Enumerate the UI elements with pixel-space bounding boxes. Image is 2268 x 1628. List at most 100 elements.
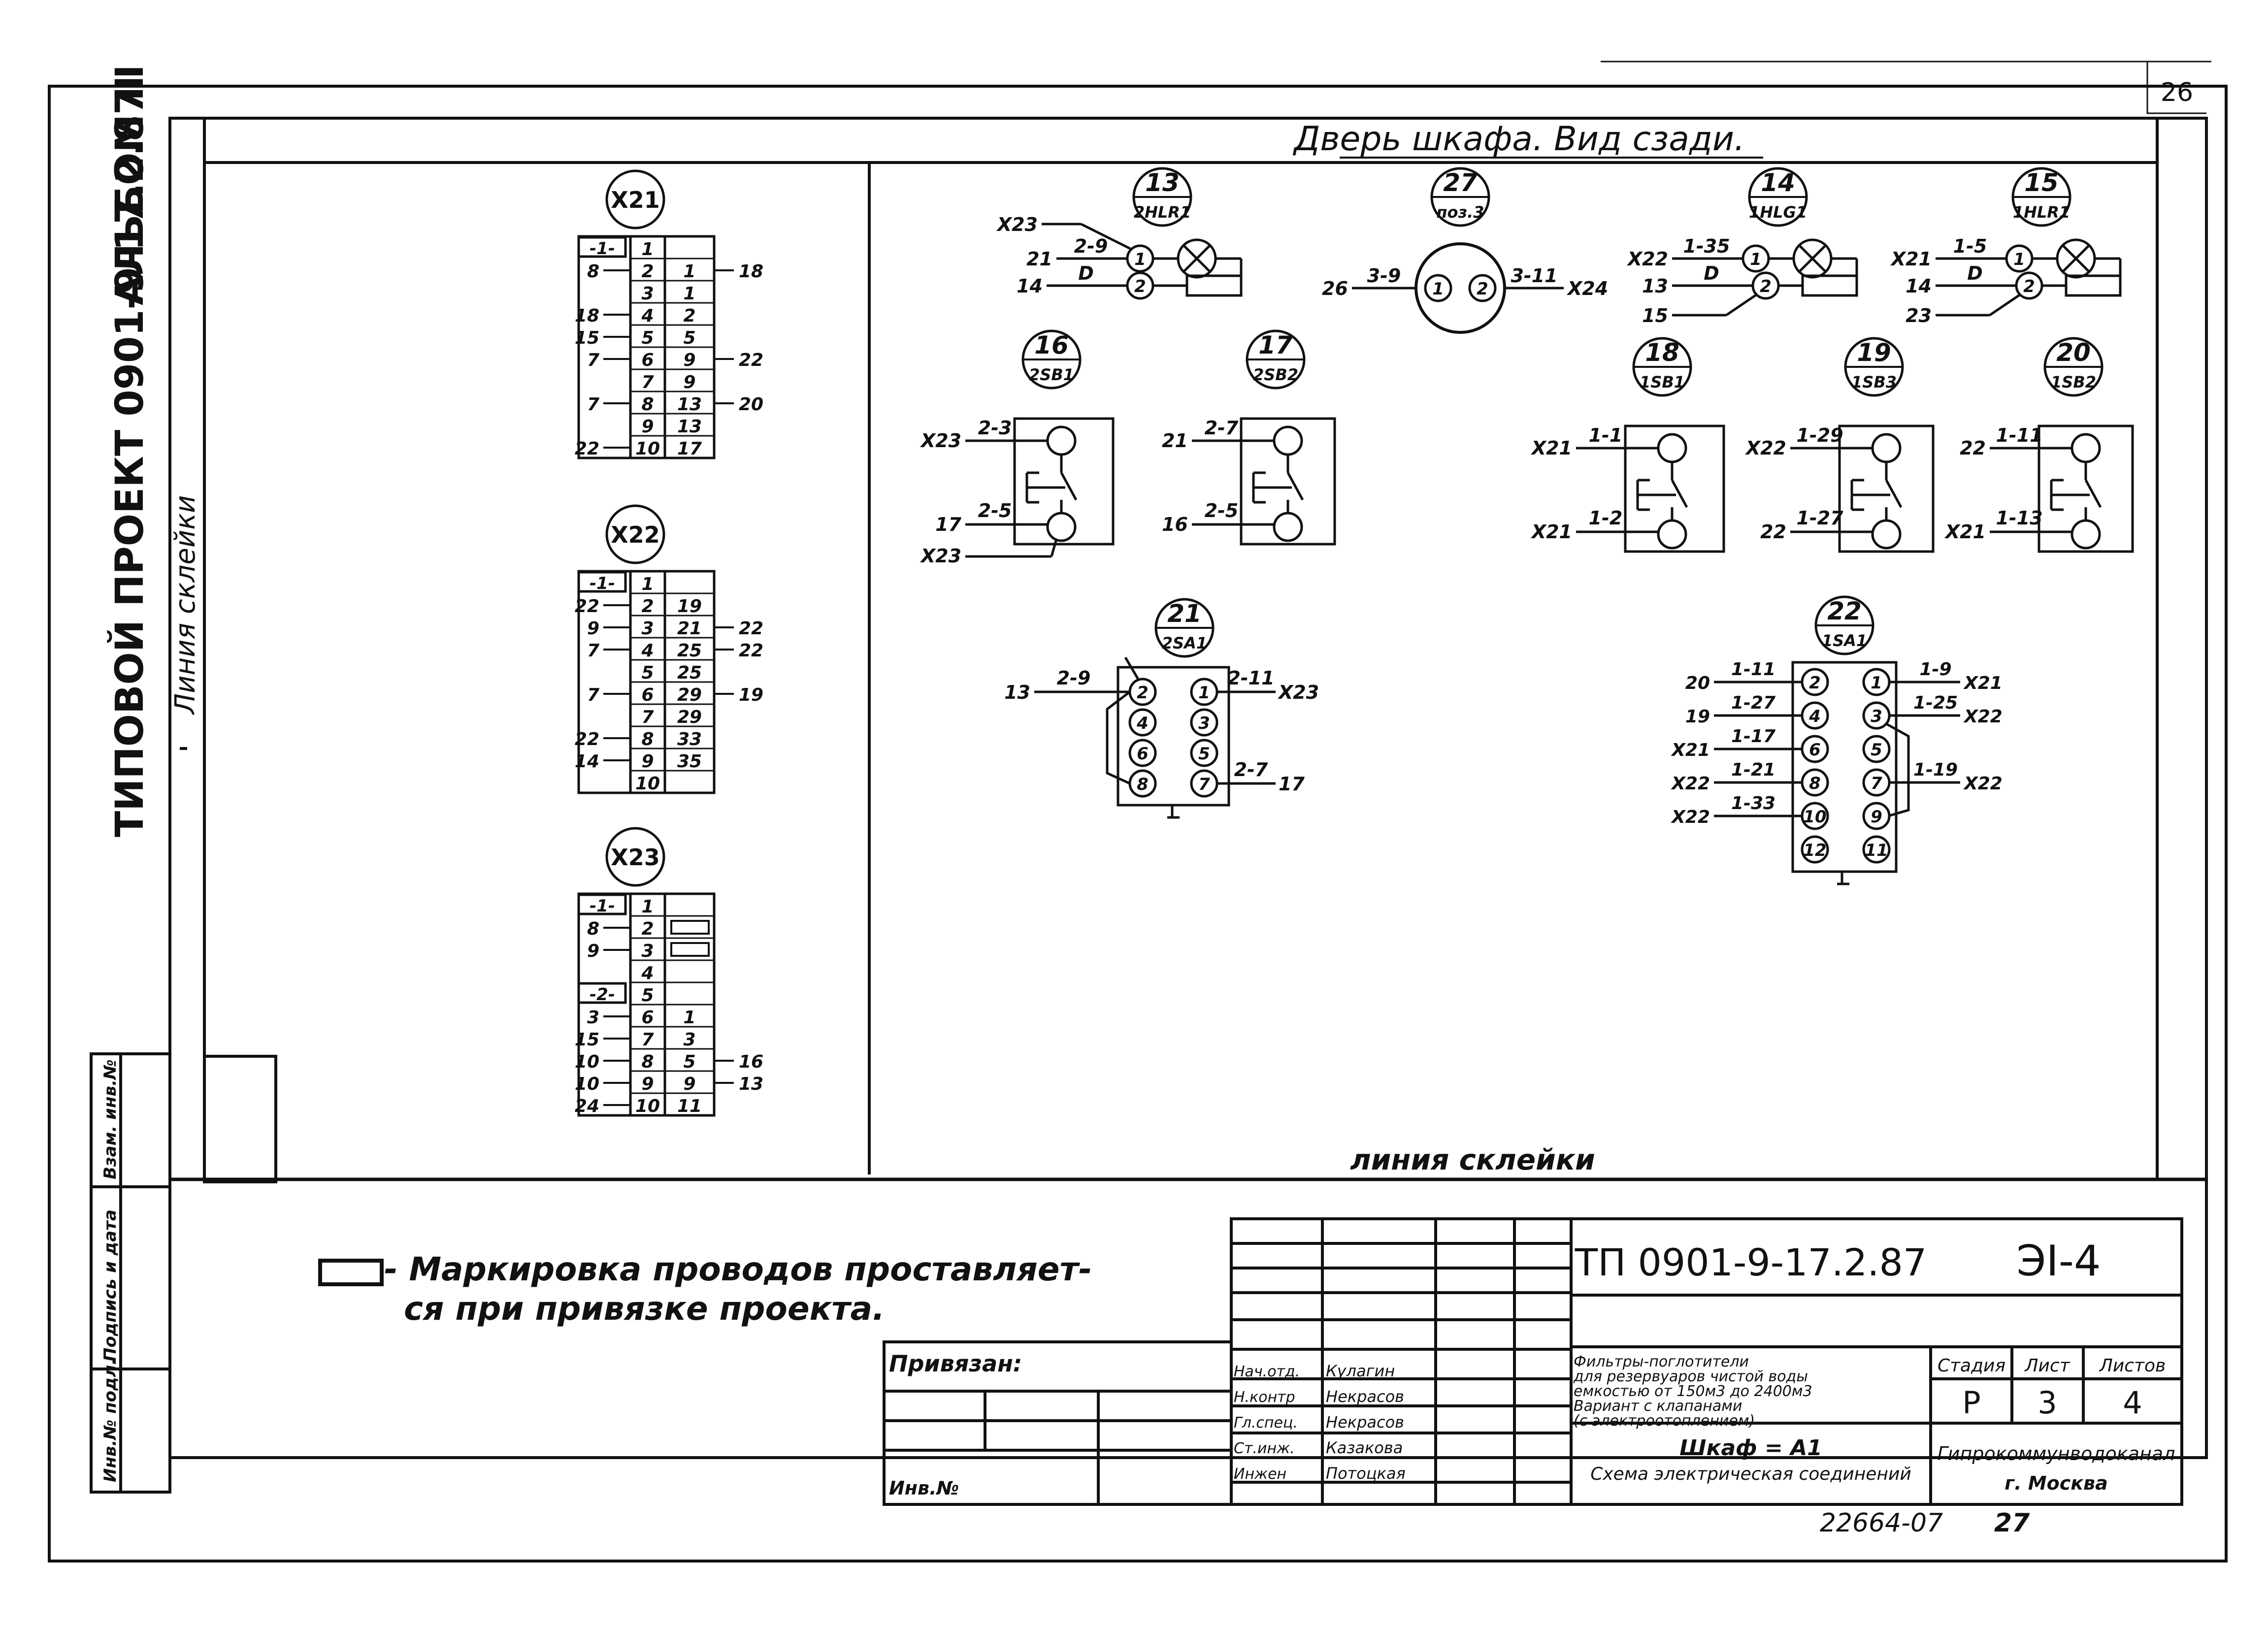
terminal-wire: 17 [677, 439, 702, 459]
switch-wire-label: 2-9 [1057, 667, 1091, 689]
lamp-ext-wire-top [1080, 223, 1131, 250]
switch-contact-circle [1862, 735, 1891, 763]
terminal-number: 10 [635, 1096, 660, 1116]
description-line: Фильтры-поглотители [1574, 1353, 1749, 1370]
button-wire-label-1: 2-3 [978, 417, 1012, 439]
terminal-number: 6 [641, 685, 654, 705]
lamp-pin-2-num: 2 [1760, 277, 1772, 296]
door-devices: 132HLR1122-921D14X23141HLG1121-35X22D131… [920, 167, 2134, 885]
socket-wire-label-2: 3-11 [1511, 265, 1557, 287]
stage-header: Стадия [1938, 1356, 2005, 1376]
role-title: Ст.инж. [1234, 1440, 1295, 1457]
switch-contact-circle [1190, 739, 1218, 767]
terminal-number: 9 [641, 1074, 654, 1094]
terminal-group-label: -2- [590, 985, 615, 1005]
title-line-1: Шкаф = А1 [1679, 1435, 1822, 1461]
terminal-wire: 5 [683, 1052, 695, 1072]
button-tag-pos: 19 [1857, 338, 1891, 367]
switch-wire-label: 1-33 [1731, 793, 1775, 814]
button-contact-top [2071, 433, 2101, 463]
lamp-pin-2-num: 2 [1134, 277, 1146, 296]
terminal-number: 5 [641, 328, 654, 348]
lamp-wire-label-1: 2-9 [1074, 235, 1108, 257]
switch-node: X23 [1278, 682, 1319, 703]
terminal-number: 4 [641, 963, 654, 983]
socket-wire-label-1: 3-9 [1367, 265, 1401, 287]
lamp-tag-pos: 14 [1761, 168, 1795, 197]
terminal-left-node: 3 [587, 1008, 599, 1028]
lamp-cross [1798, 244, 1827, 273]
terminal-number: 9 [641, 417, 654, 437]
org-city: г. Москва [2005, 1472, 2107, 1494]
button-node-1: 21 [1162, 430, 1188, 452]
terminal-marker [670, 920, 710, 935]
terminal-number: 8 [641, 394, 654, 415]
lamp-node-2: 14 [1906, 275, 1932, 297]
switch-wire-label: 1-21 [1731, 760, 1775, 780]
switch-jumper [1885, 722, 1910, 817]
switch-contact-num: 1 [1198, 683, 1210, 703]
switch-tag-ref: 1SA1 [1822, 631, 1867, 650]
button-node-1: X23 [920, 430, 961, 452]
terminal-group-box [577, 982, 627, 1004]
switch-body [1791, 661, 1898, 873]
button-tag-ref: 2SB1 [1029, 365, 1074, 384]
socket-node-2: X24 [1567, 278, 1608, 299]
terminal-wire: 19 [677, 596, 702, 617]
terminal-wire: 9 [683, 1074, 695, 1094]
button-contact-bottom [1871, 519, 1902, 550]
button-wire-label-1: 2-7 [1205, 417, 1239, 439]
terminal-header-circle [605, 504, 665, 564]
switch-wire-label: 1-19 [1913, 760, 1958, 780]
terminal-number: 10 [635, 439, 660, 459]
terminal-wire: 11 [677, 1096, 702, 1116]
terminal-header-label: X22 [611, 521, 659, 548]
terminal-number: 3 [641, 941, 654, 961]
role-title: Нач.отд. [1234, 1363, 1300, 1380]
stage-value: Р [1962, 1385, 1980, 1421]
terminal-wire: 1 [683, 284, 695, 304]
lamp-cross [2062, 244, 2090, 273]
switch-contact-num: 12 [1803, 841, 1826, 860]
sheet-header: Лист [2024, 1356, 2070, 1376]
lamp-pin-2-num: 2 [2023, 277, 2035, 296]
terminal-wire: 21 [677, 619, 702, 639]
terminal-number: 8 [641, 1052, 654, 1072]
button-wire-label-1: 1-29 [1796, 424, 1843, 446]
button-wire-label-2: 2-5 [1205, 500, 1239, 521]
switch-contact-num: 10 [1803, 807, 1826, 827]
switch-lead [1124, 656, 1140, 681]
terminal-right-node: 22 [739, 641, 763, 661]
lamp-pin-1-num: 1 [1134, 250, 1146, 269]
socket-pin-2-num: 2 [1477, 279, 1488, 299]
description-line: емкостью от 150м3 до 2400м3 [1574, 1383, 1812, 1400]
switch-contact-circle [1862, 835, 1891, 864]
switch-contact-num: 2 [1137, 683, 1149, 703]
switch-node: X22 [1963, 774, 2003, 794]
terminal-header-label: X21 [611, 187, 659, 213]
privyazan-label: Привязан: [889, 1350, 1022, 1377]
button-wire-label-2: 1-2 [1589, 507, 1623, 529]
lamp-node-top: X23 [996, 214, 1038, 235]
button-contact-bottom [1273, 512, 1303, 542]
lamp-resistor [2065, 274, 2122, 297]
switch-node: X21 [1671, 740, 1710, 760]
terminal-number: 3 [641, 284, 654, 304]
archive-number: 22664-07 [1820, 1508, 1943, 1538]
socket-body [1414, 242, 1506, 334]
button-contact-bottom [2071, 519, 2101, 550]
switch-contact-num: 3 [1198, 714, 1210, 733]
role-title: Гл.спец. [1234, 1414, 1298, 1432]
switch-node: X21 [1963, 673, 2003, 693]
glue-line-vertical: Линия склейки [169, 495, 201, 715]
terminal-left-node: 15 [575, 328, 599, 348]
button-blade [1671, 479, 1688, 508]
switch-contact-num: 9 [1871, 807, 1882, 827]
